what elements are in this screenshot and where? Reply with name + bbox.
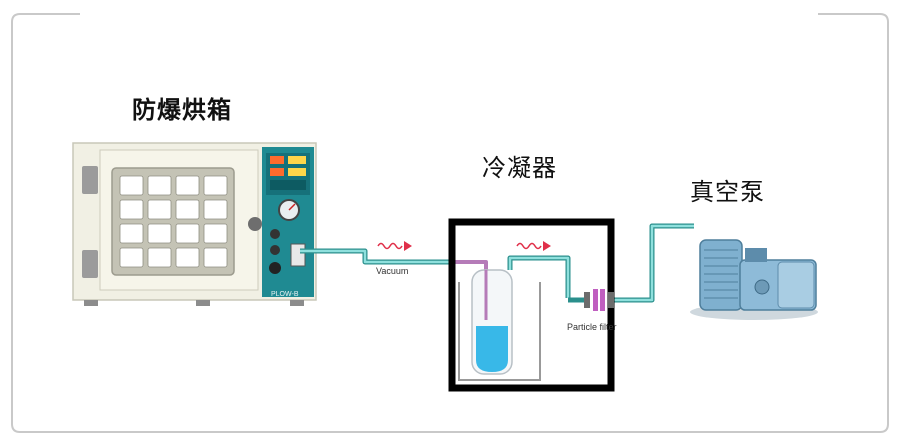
vacuum-pump (690, 239, 818, 320)
outer-frame (11, 13, 889, 433)
hinge-bottom (82, 250, 98, 278)
vacuum-tubing (300, 223, 694, 303)
valve-icon (270, 229, 280, 239)
window-pane (119, 247, 144, 268)
oven-label: 防爆烘箱 (132, 96, 232, 124)
window-pane (119, 199, 144, 220)
explosion-proof-oven (72, 142, 317, 306)
window-pane (175, 199, 200, 220)
window-pane (203, 175, 228, 196)
brand-mark: PLOW-B (271, 291, 299, 298)
condensate-liquid (476, 326, 508, 372)
hinge-top (82, 166, 98, 194)
pump-label: 真空泵 (690, 178, 765, 206)
window-pane (147, 247, 172, 268)
filter-icon (584, 289, 614, 311)
condenser-label: 冷凝器 (482, 154, 557, 182)
window-pane (119, 175, 144, 196)
window-pane (203, 247, 228, 268)
window-pane (203, 199, 228, 220)
window-pane (147, 199, 172, 220)
window-pane (203, 223, 228, 244)
window-grid-icon (119, 175, 228, 268)
door-knob (248, 217, 262, 231)
particle-filter-label: Particle filter (567, 322, 617, 332)
flow-arrow-icon (377, 241, 412, 251)
window-pane (175, 247, 200, 268)
window-pane (147, 175, 172, 196)
flow-arrow-icon (516, 241, 551, 251)
window-pane (147, 223, 172, 244)
condenser (458, 269, 541, 381)
window-pane (119, 223, 144, 244)
window-pane (175, 175, 200, 196)
vacuum-label: Vacuum (376, 266, 409, 276)
window-pane (175, 223, 200, 244)
